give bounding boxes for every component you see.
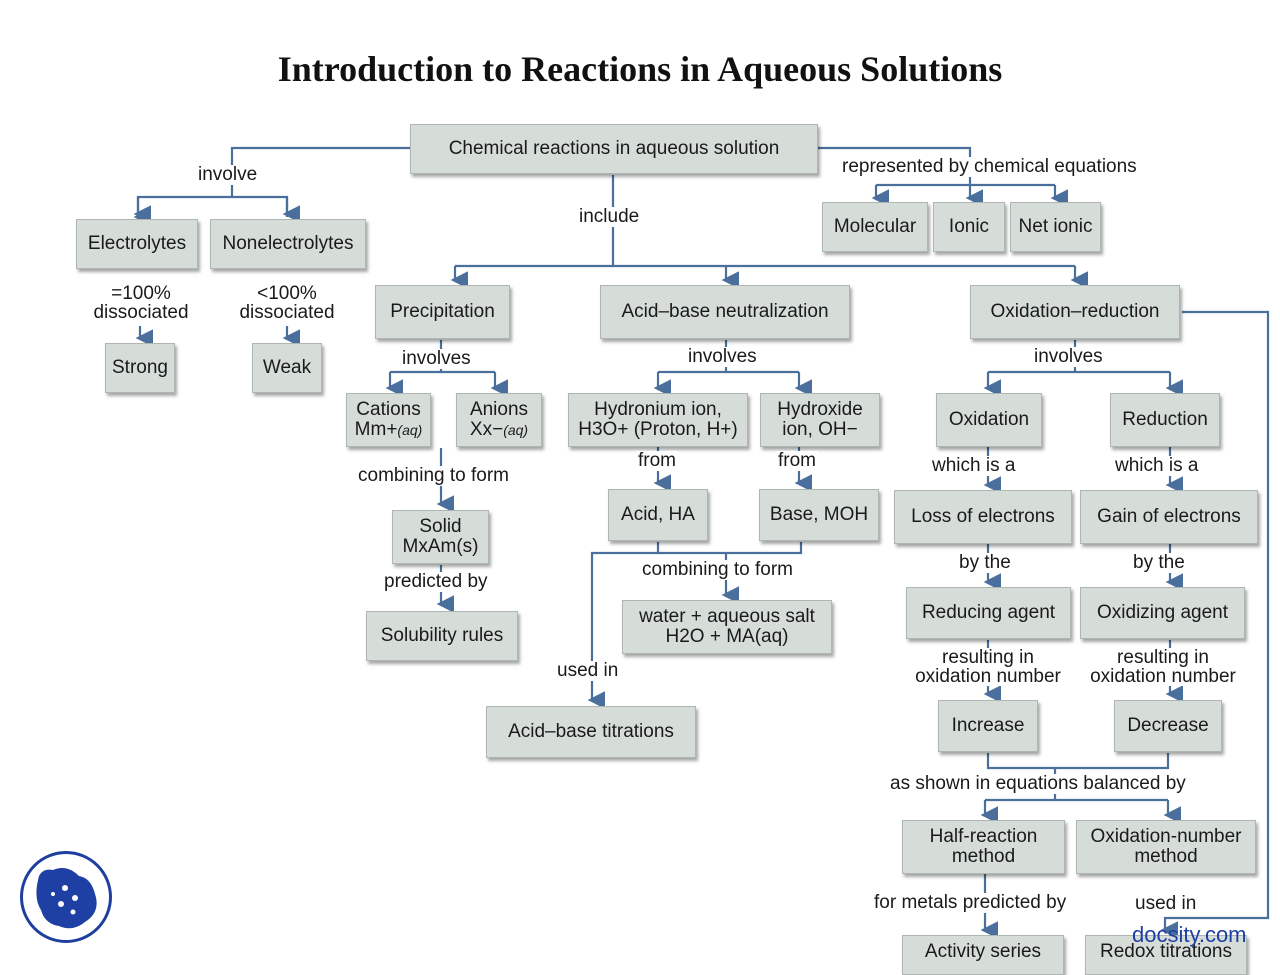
node-strong: Strong [105,343,175,393]
dissociated-100-line1: =100% [111,283,171,304]
label-from-2: from [776,450,818,471]
node-oxidation: Oxidation [936,393,1042,447]
node-cations: Cations Mm+(aq) [346,393,431,447]
node-net-ionic: Net ionic [1010,202,1101,252]
label-dissociated-lt100: <100% dissociated [232,284,342,322]
node-activity-series: Activity series [902,935,1064,975]
label-which-is-a-2: which is a [1113,455,1201,476]
label-involves-precipitation: involves [400,348,473,369]
node-decrease: Decrease [1114,700,1222,752]
label-for-metals: for metals predicted by [872,892,1069,913]
node-hydroxide: Hydroxide ion, OH− [760,393,880,447]
node-nonelectrolytes: Nonelectrolytes [210,219,366,269]
label-by-the-2: by the [1131,552,1187,573]
docsity-logo-glyph [36,868,97,929]
label-used-in-2: used in [1133,893,1199,914]
dissociated-100-line2: dissociated [93,302,189,323]
resulting-in-1-line2: oxidation number [915,666,1061,687]
label-predicted-by: predicted by [382,571,490,592]
resulting-in-1-line1: resulting in [942,647,1034,668]
docsity-logo-icon [20,851,112,943]
oxidation-number-line2: method [1134,846,1198,867]
resulting-in-2-line1: resulting in [1117,647,1209,668]
label-combining-to-form-2: combining to form [640,559,796,580]
solid-line1: Solid [419,516,462,537]
label-used-in-1: used in [555,660,621,681]
docsity-brand-link[interactable]: docsity.com [1132,922,1247,947]
water-salt-line2: H2O + MA(aq) [665,626,789,647]
node-base-moh: Base, MOH [759,489,879,541]
water-salt-line1: water + aqueous salt [639,606,815,627]
label-resulting-in-1: resulting in oxidation number [904,648,1072,686]
hydroxide-line2: ion, OH− [782,419,858,440]
node-solubility-rules: Solubility rules [366,611,518,661]
node-anions: Anions Xx−(aq) [456,393,542,447]
label-which-is-a-1: which is a [930,455,1018,476]
hydroxide-line1: Hydroxide [777,399,863,420]
node-half-reaction-method: Half-reaction method [902,820,1065,874]
resulting-in-2-line2: oxidation number [1090,666,1236,687]
label-dissociated-100: =100% dissociated [86,284,196,322]
page-title: Introduction to Reactions in Aqueous Sol… [277,49,1003,89]
node-reduction: Reduction [1110,393,1220,447]
label-resulting-in-2: resulting in oxidation number [1079,648,1247,686]
cations-sub: (aq) [397,422,423,438]
node-loss-of-electrons: Loss of electrons [894,490,1072,544]
half-reaction-line2: method [951,846,1016,867]
dissociated-lt100-line2: dissociated [239,302,335,323]
node-reducing-agent: Reducing agent [906,587,1071,639]
node-oxidation-reduction: Oxidation–reduction [970,285,1180,339]
node-root: Chemical reactions in aqueous solution [410,124,818,174]
node-water-salt: water + aqueous salt H2O + MA(aq) [622,600,832,654]
node-electrolytes: Electrolytes [76,219,198,269]
node-oxidation-number-method: Oxidation-number method [1076,820,1256,874]
node-solid: Solid MxAm(s) [392,510,489,564]
hydronium-line1: Hydronium ion, [594,399,722,420]
node-ionic: Ionic [933,202,1005,252]
node-acid-base-titrations: Acid–base titrations [486,706,696,758]
oxidation-number-line1: Oxidation-number [1090,826,1242,847]
node-gain-of-electrons: Gain of electrons [1080,490,1258,544]
label-involves-redox: involves [1032,346,1105,367]
label-represented-by: represented by chemical equations [840,156,1139,177]
anions-sub: (aq) [503,422,529,438]
label-include: include [577,206,642,227]
node-increase: Increase [938,700,1038,752]
node-precipitation: Precipitation [375,285,510,339]
node-oxidizing-agent: Oxidizing agent [1080,587,1245,639]
label-as-shown: as shown in equations balanced by [888,773,1188,794]
node-weak: Weak [252,343,322,393]
label-from-1: from [636,450,678,471]
label-combining-to-form-1: combining to form [356,465,512,486]
node-hydronium: Hydronium ion, H3O+ (Proton, H+) [568,393,748,447]
node-molecular: Molecular [822,202,928,252]
node-acid-base-neutralization: Acid–base neutralization [600,285,850,339]
dissociated-lt100-line1: <100% [257,283,317,304]
label-involves-acid-base: involves [686,346,759,367]
label-by-the-1: by the [957,552,1013,573]
node-acid-ha: Acid, HA [608,489,708,541]
hydronium-line2: H3O+ (Proton, H+) [578,419,738,440]
anions-line1: Anions [469,399,529,420]
half-reaction-line1: Half-reaction [929,826,1038,847]
label-involve: involve [196,164,260,185]
solid-line2: MxAm(s) [402,536,479,557]
anions-line2: Xx− [469,419,504,440]
cations-line1: Cations [356,399,421,420]
cations-line2: Mm+ [354,419,398,440]
